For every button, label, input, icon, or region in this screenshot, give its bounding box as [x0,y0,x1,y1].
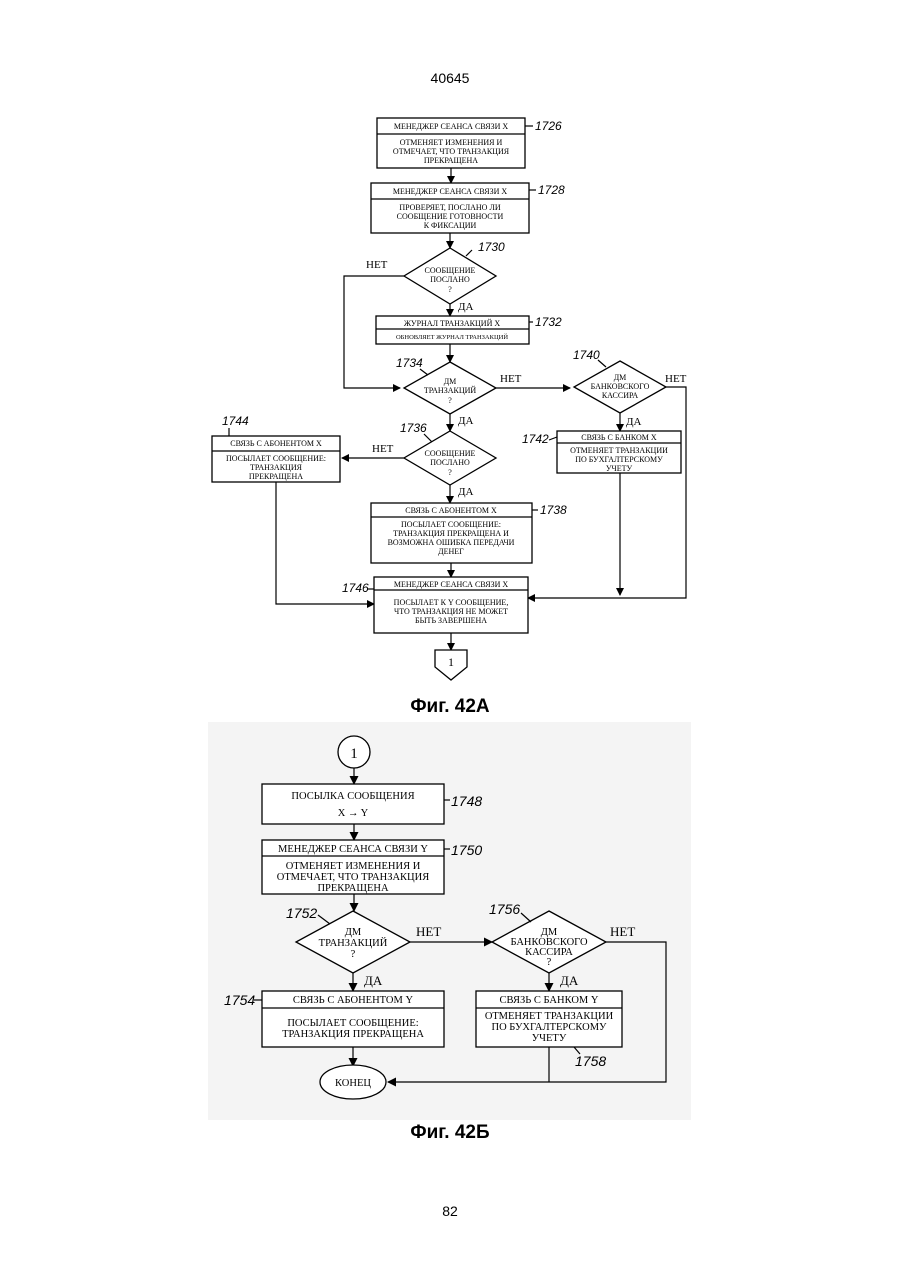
svg-text:1: 1 [350,746,358,762]
svg-text:1758: 1758 [575,1053,606,1069]
svg-text:1756: 1756 [489,901,520,917]
svg-text:ПОСЫЛКА СООБЩЕНИЯ: ПОСЫЛКА СООБЩЕНИЯ [291,791,414,802]
svg-text:?: ? [351,949,356,960]
svg-text:1752: 1752 [286,905,317,921]
svg-text:ОТМЕЧАЕТ, ЧТО ТРАНЗАКЦИЯ: ОТМЕЧАЕТ, ЧТО ТРАНЗАКЦИЯ [277,872,429,883]
svg-text:КОНЕЦ: КОНЕЦ [335,1078,371,1089]
svg-text:УЧЕТУ: УЧЕТУ [532,1033,567,1044]
figure-caption-42b: Фиг. 42Б [0,1122,900,1144]
svg-text:1754: 1754 [224,992,255,1008]
connector-in-1: 1 [338,736,370,768]
svg-text:ДМ: ДМ [345,927,362,938]
svg-text:1748: 1748 [451,793,482,809]
process-box-1750: МЕНЕДЖЕР СЕАНСА СВЯЗИ Y ОТМЕНЯЕТ ИЗМЕНЕН… [262,840,444,894]
svg-text:X → Y: X → Y [338,808,369,819]
svg-text:МЕНЕДЖЕР СЕАНСА СВЯЗИ Y: МЕНЕДЖЕР СЕАНСА СВЯЗИ Y [278,844,428,855]
svg-text:ТРАНЗАКЦИЯ ПРЕКРАЩЕНА: ТРАНЗАКЦИЯ ПРЕКРАЩЕНА [282,1029,424,1040]
svg-text:?: ? [547,957,552,968]
svg-text:ПО БУХГАЛТЕРСКОМУ: ПО БУХГАЛТЕРСКОМУ [492,1022,608,1033]
process-box-1754: СВЯЗЬ С АБОНЕНТОМ Y ПОСЫЛАЕТ СООБЩЕНИЕ: … [262,991,444,1047]
process-box-1748: ПОСЫЛКА СООБЩЕНИЯ X → Y [262,784,444,824]
decision-1756: ДМ БАНКОВСКОГО КАССИРА ? [492,911,606,973]
svg-text:ТРАНЗАКЦИЙ: ТРАНЗАКЦИЙ [319,937,388,949]
svg-text:НЕТ: НЕТ [610,924,635,939]
svg-text:ДА: ДА [560,973,579,988]
svg-text:СВЯЗЬ С АБОНЕНТОМ Y: СВЯЗЬ С АБОНЕНТОМ Y [293,995,414,1006]
page-footer-number: 82 [0,1203,900,1219]
svg-text:ПОСЫЛАЕТ СООБЩЕНИЕ:: ПОСЫЛАЕТ СООБЩЕНИЕ: [287,1018,418,1029]
svg-text:ОТМЕНЯЕТ ИЗМЕНЕНИЯ И: ОТМЕНЯЕТ ИЗМЕНЕНИЯ И [286,861,421,872]
svg-text:СВЯЗЬ С БАНКОМ Y: СВЯЗЬ С БАНКОМ Y [500,995,599,1006]
svg-text:1750: 1750 [451,842,482,858]
svg-text:ДА: ДА [364,973,383,988]
process-box-1758: СВЯЗЬ С БАНКОМ Y ОТМЕНЯЕТ ТРАНЗАКЦИИ ПО … [476,991,622,1047]
svg-text:ОТМЕНЯЕТ ТРАНЗАКЦИИ: ОТМЕНЯЕТ ТРАНЗАКЦИИ [485,1011,614,1022]
terminator-end: КОНЕЦ [320,1065,386,1099]
svg-text:НЕТ: НЕТ [416,924,441,939]
svg-text:ПРЕКРАЩЕНА: ПРЕКРАЩЕНА [317,883,389,894]
